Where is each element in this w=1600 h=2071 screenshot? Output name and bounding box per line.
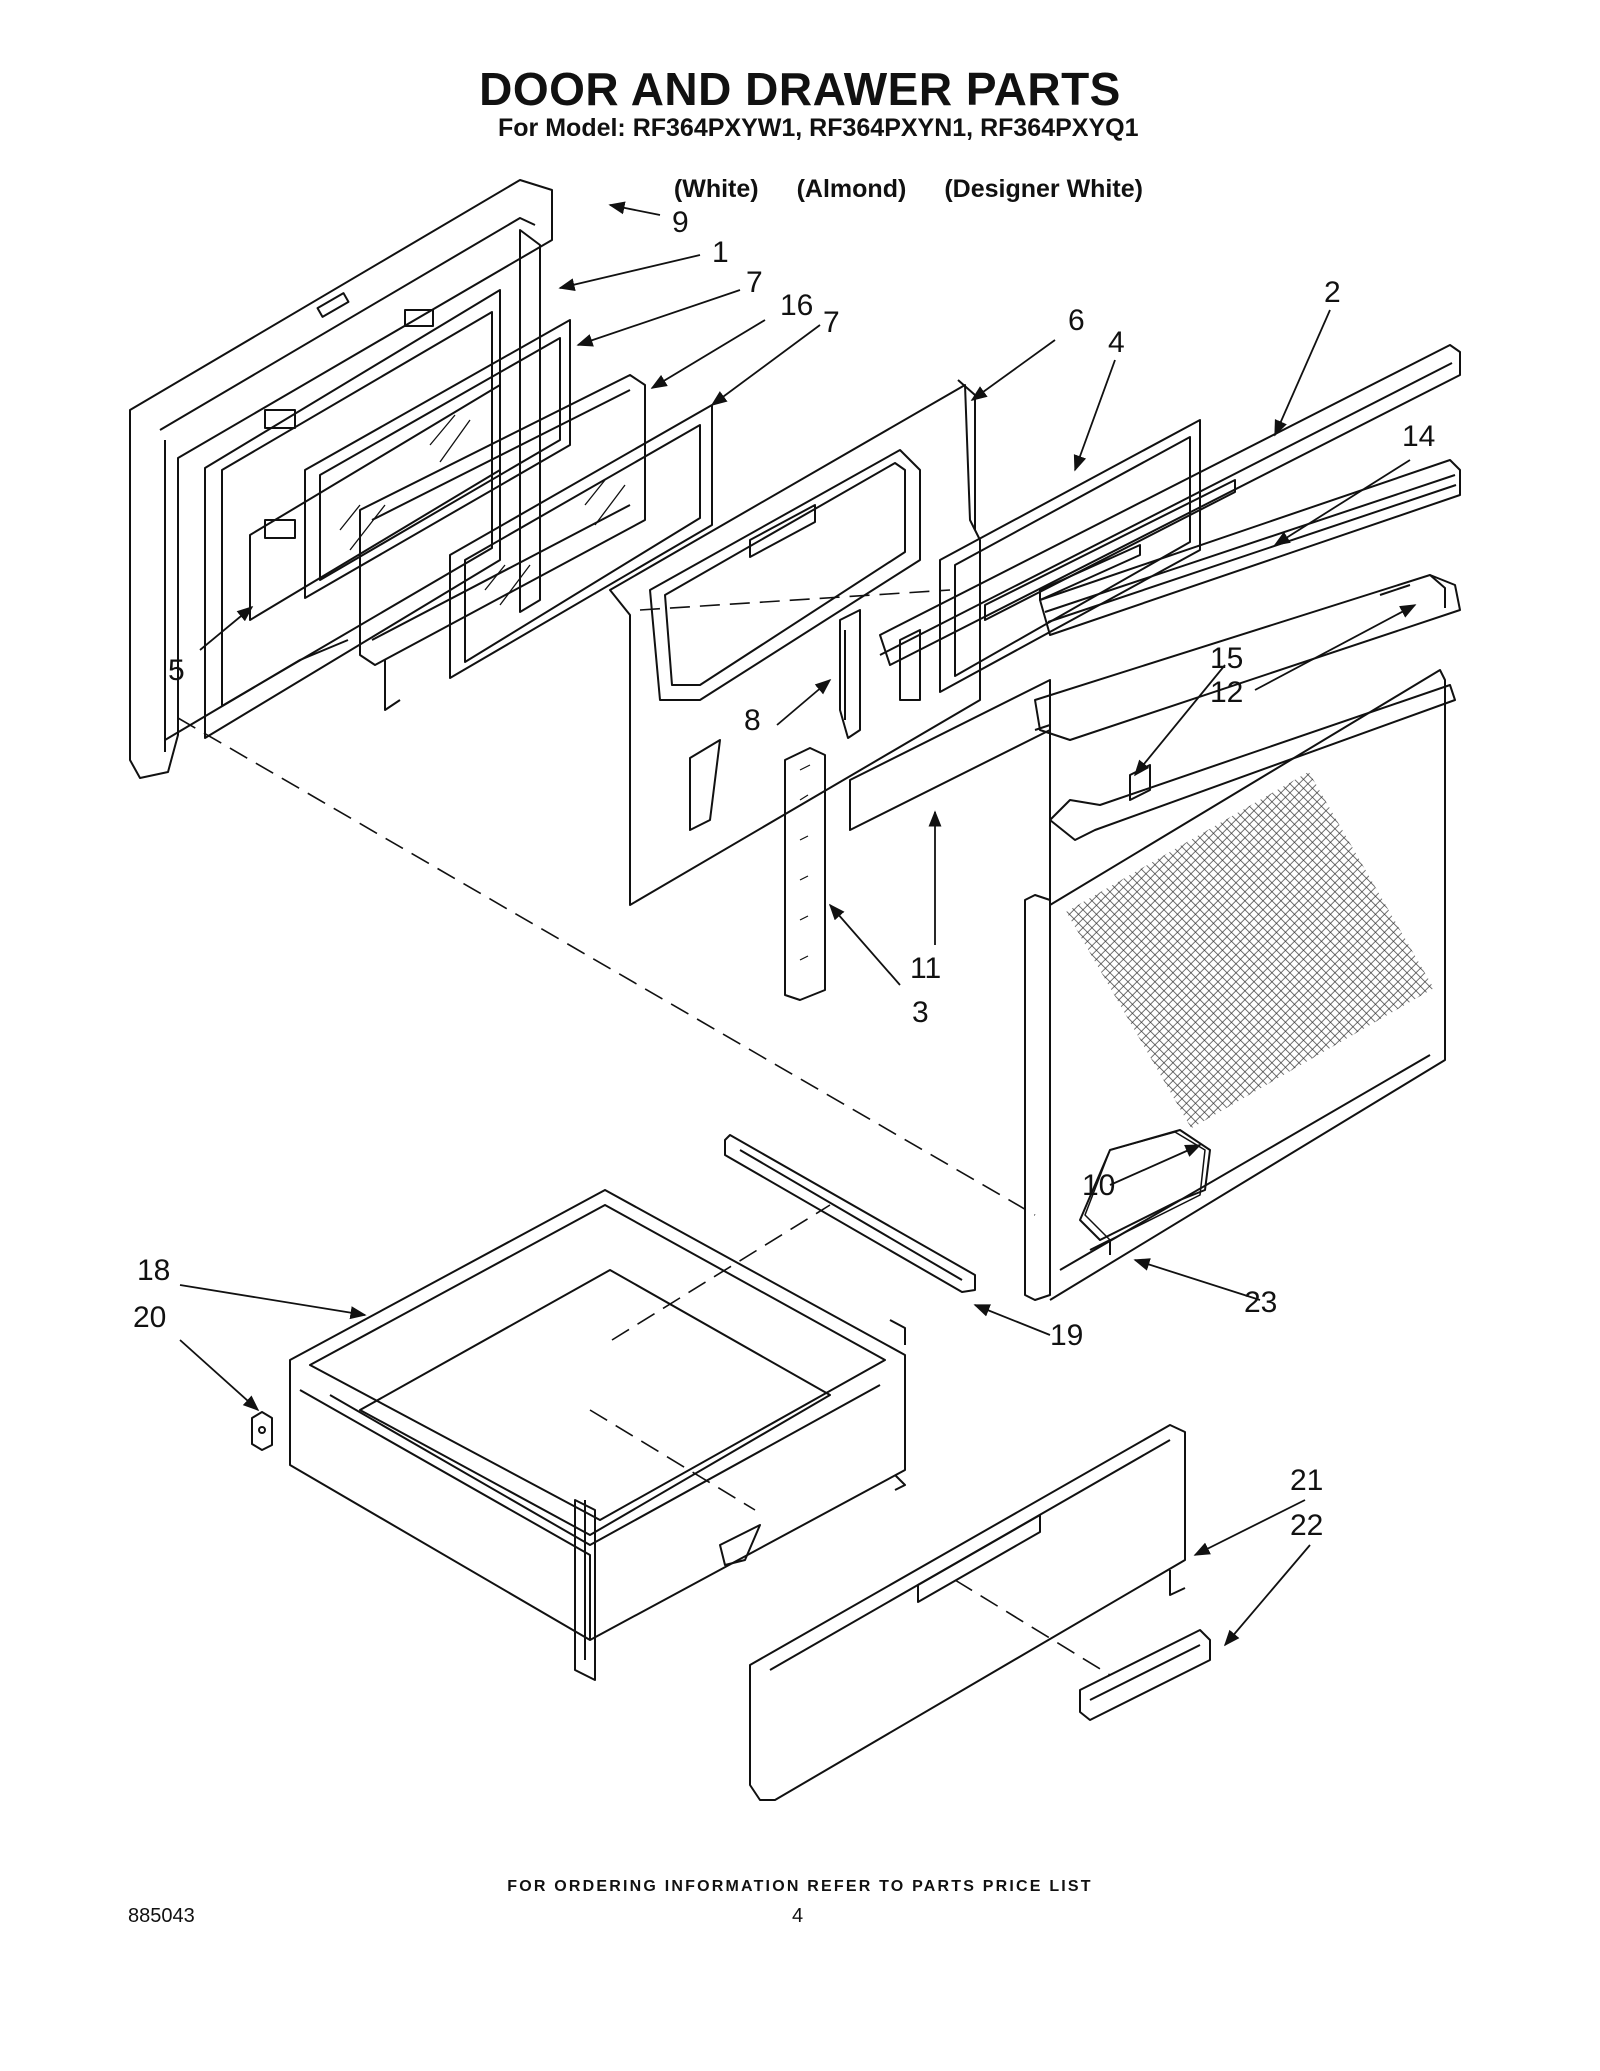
color-variants: (White) (Almond) (Designer White): [660, 146, 1181, 204]
page-number: 4: [792, 1905, 804, 1927]
callout-14: 14: [1402, 420, 1435, 453]
drawer-front-panel: [749, 1424, 1186, 1801]
door-insulation: [1084, 1131, 1206, 1241]
callout-7-inner: 7: [823, 306, 840, 339]
callout-15: 15: [1210, 642, 1243, 675]
callout-8: 8: [744, 704, 761, 737]
document-id: 885043: [128, 1905, 195, 1927]
alignment-lines: [177, 589, 1111, 1676]
color-designer-white: (Designer White): [944, 175, 1143, 203]
model-line: For Model: RF364PXYW1, RF364PXYN1, RF364…: [498, 114, 1139, 142]
callout-9: 9: [672, 206, 689, 239]
callout-5: 5: [168, 654, 185, 687]
callout-4: 4: [1108, 326, 1125, 359]
drawer-body: [289, 1189, 906, 1681]
glass-pack-frame: [359, 374, 646, 711]
callout-labels: 9 1 7 16 7 6 4 2 14 5 15 12 8 11 3 10 23…: [133, 206, 1435, 1542]
color-almond: (Almond): [796, 175, 907, 203]
hinge-bracket: [839, 609, 861, 739]
callout-18: 18: [137, 1254, 170, 1287]
vent-trim: [1039, 459, 1461, 636]
callout-7-outer: 7: [746, 266, 763, 299]
callout-1: 1: [712, 236, 729, 269]
door-top-channel: [1034, 574, 1461, 841]
callout-11: 11: [910, 952, 941, 985]
door-vent-glass: [899, 419, 1201, 701]
door-glass-outer: [304, 319, 571, 599]
page-title: DOOR AND DRAWER PARTS: [479, 63, 1121, 115]
leader-lines: [179, 201, 1417, 1647]
vent-cover: [849, 679, 1051, 831]
door-glass-inner: [449, 404, 713, 679]
door-inner-frame: [204, 229, 541, 739]
callout-10: 10: [1082, 1169, 1115, 1202]
callout-3: 3: [912, 996, 929, 1029]
drawer-stop: [251, 1411, 273, 1451]
side-trim-strip: [784, 747, 826, 1001]
door-top-trim: [879, 344, 1461, 666]
drawer-handle: [1079, 1629, 1211, 1721]
callout-2: 2: [1324, 276, 1341, 309]
callout-22: 22: [1290, 1509, 1323, 1542]
callout-23: 23: [1244, 1286, 1277, 1319]
color-white: (White): [673, 175, 759, 203]
door-liner-window: [609, 379, 981, 906]
ordering-note: FOR ORDERING INFORMATION REFER TO PARTS …: [507, 1878, 1093, 1895]
callout-20: 20: [133, 1301, 166, 1334]
callout-12: 12: [1210, 676, 1243, 709]
callout-6: 6: [1068, 304, 1085, 337]
door-back-panel: [1024, 669, 1446, 1301]
callout-16: 16: [780, 289, 813, 322]
callout-21: 21: [1290, 1464, 1323, 1497]
callout-19: 19: [1050, 1319, 1083, 1352]
outer-door-panel: [129, 179, 553, 779]
drawer-rail: [724, 1134, 976, 1293]
